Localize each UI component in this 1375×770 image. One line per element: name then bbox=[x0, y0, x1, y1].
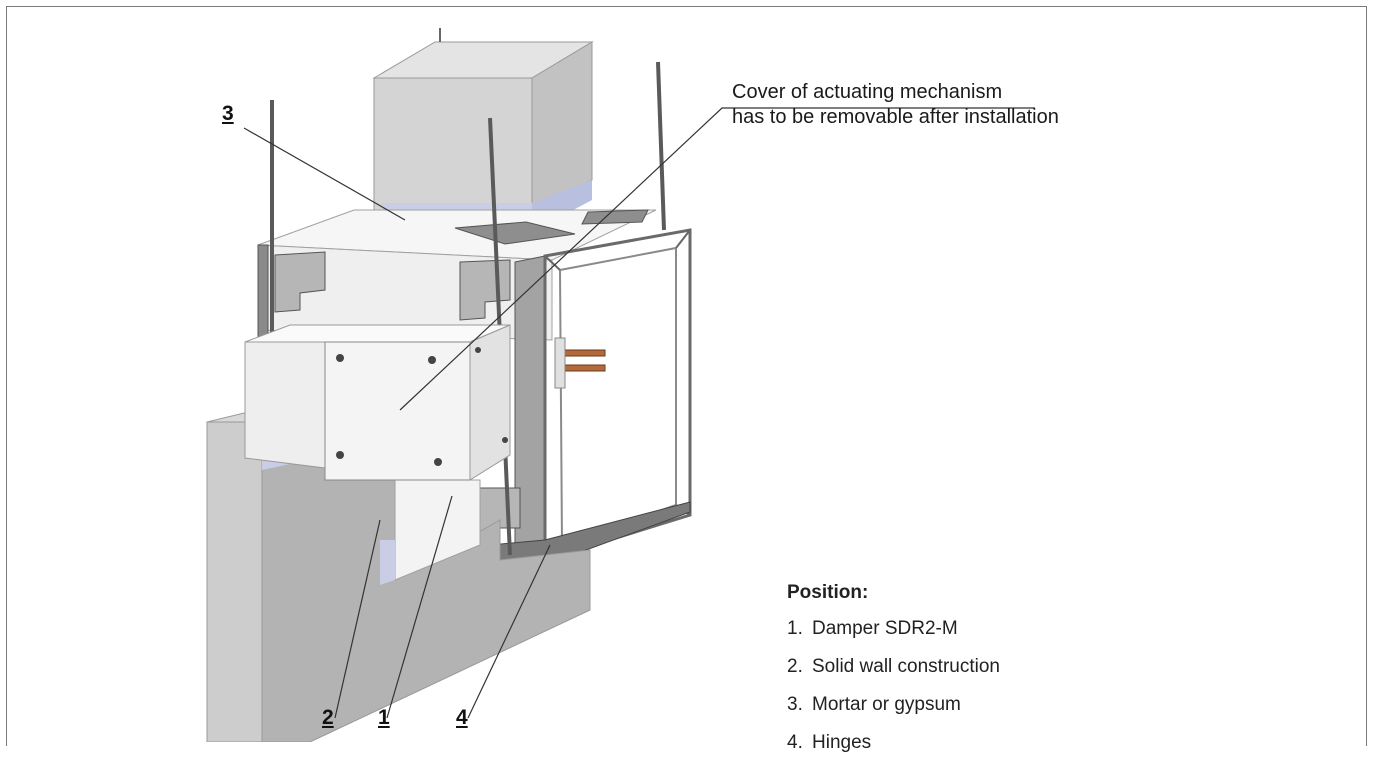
damper-installation-illustration bbox=[206, 28, 1035, 742]
copper-connectors bbox=[554, 337, 606, 389]
actuator-cover-box bbox=[244, 324, 511, 481]
label-4: 4 bbox=[456, 706, 468, 729]
cover-annotation: Cover of actuating mechanism has to be r… bbox=[732, 80, 1059, 130]
legend-list: 1. Damper SDR2-M 2. Solid wall constructio… bbox=[787, 618, 1000, 770]
damper-frame bbox=[257, 228, 692, 571]
legend-item: 2. Solid wall construction bbox=[787, 656, 1000, 694]
legend-item-number: 4. bbox=[787, 732, 803, 753]
legend-item-label: Mortar or gypsum bbox=[812, 694, 961, 715]
cover-annotation-line2: has to be removable after installation bbox=[732, 106, 1059, 128]
legend-title: Position: bbox=[787, 582, 869, 603]
legend-item-number: 3. bbox=[787, 694, 803, 715]
cover-annotation-line1: Cover of actuating mechanism bbox=[732, 81, 1003, 103]
figure-frame bbox=[6, 6, 1367, 746]
legend-item-number: 2. bbox=[787, 656, 803, 677]
leader-lines bbox=[243, 107, 1035, 719]
label-1: 1 bbox=[378, 706, 390, 729]
legend-item-label: Solid wall construction bbox=[812, 656, 1000, 677]
legend-item-number: 1. bbox=[787, 618, 803, 639]
legend-item: 4. Hinges bbox=[787, 732, 1000, 770]
label-3: 3 bbox=[222, 102, 234, 125]
legend-item: 3. Mortar or gypsum bbox=[787, 694, 1000, 732]
legend-item-label: Damper SDR2-M bbox=[812, 618, 958, 639]
top-wall-block bbox=[372, 28, 594, 213]
label-2: 2 bbox=[322, 706, 334, 729]
legend-item-label: Hinges bbox=[812, 732, 872, 753]
legend-item: 1. Damper SDR2-M bbox=[787, 618, 1000, 656]
